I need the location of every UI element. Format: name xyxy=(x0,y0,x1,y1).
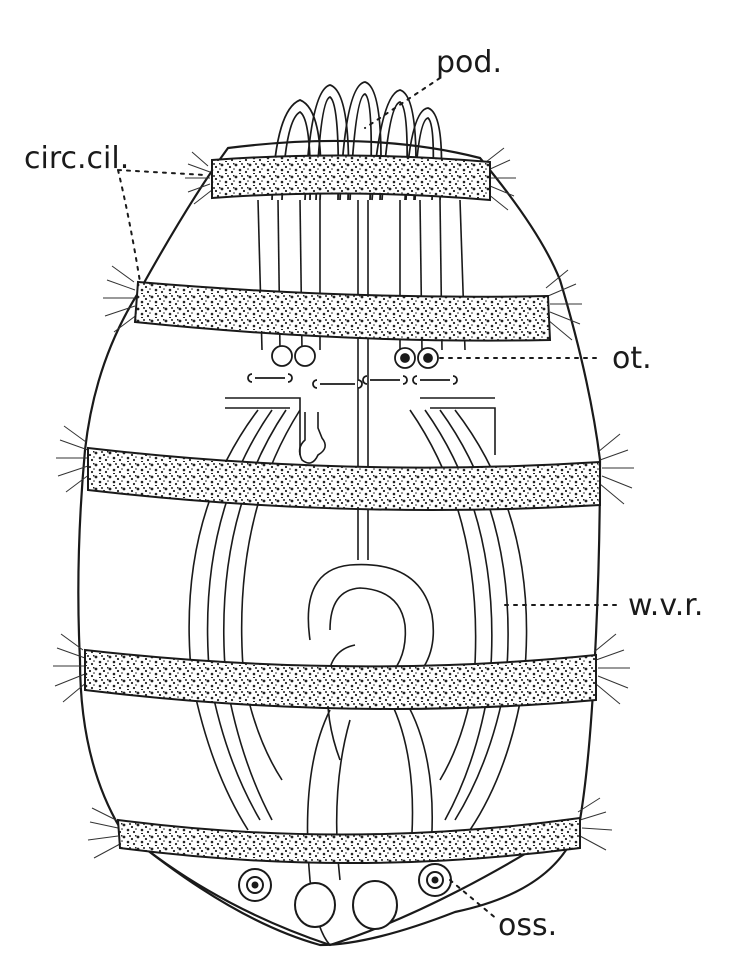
label-oss: oss. xyxy=(498,908,557,943)
label-ot: ot. xyxy=(612,341,652,376)
label-wvr: w.v.r. xyxy=(628,588,703,623)
ciliated-band-5 xyxy=(118,818,580,863)
ciliated-band-2 xyxy=(135,282,550,341)
label-pod: pod. xyxy=(436,45,502,80)
otocysts xyxy=(248,346,457,388)
leader-oss xyxy=(450,880,498,920)
leader-circ-cil xyxy=(118,170,205,282)
label-circ-cil: circ.cil. xyxy=(24,141,129,176)
ciliated-band-1 xyxy=(212,155,490,200)
ciliated-band-3 xyxy=(88,448,600,510)
ossicles xyxy=(239,864,451,929)
ciliated-band-4 xyxy=(85,650,596,709)
otocyst-left-1 xyxy=(272,346,292,366)
otocyst-left-2 xyxy=(295,346,315,366)
